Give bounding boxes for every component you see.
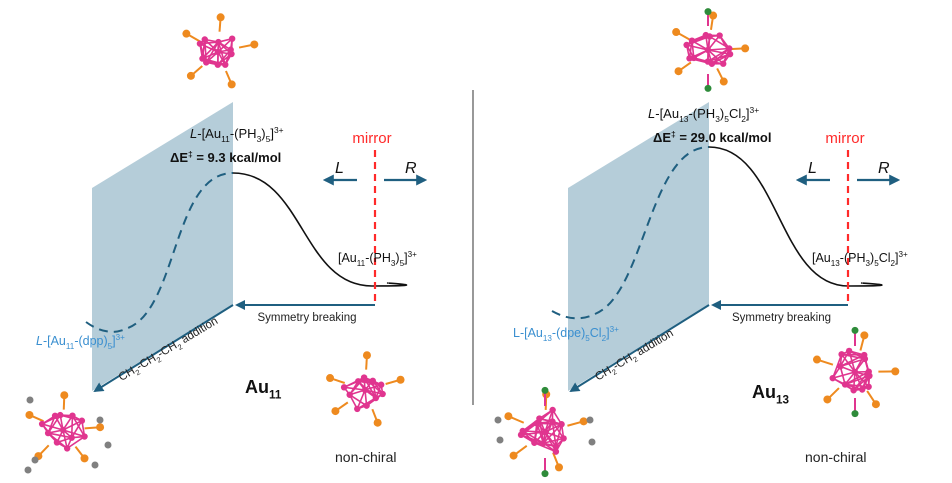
reactant-energy-curve <box>708 146 883 287</box>
mirror-label: mirror <box>352 130 391 147</box>
cluster-name: Au11 <box>245 377 282 401</box>
addition-arrow <box>569 304 710 393</box>
non-chiral-label: non-chiral <box>335 449 396 465</box>
mirror-label: mirror <box>825 130 864 147</box>
symmetry-breaking-label: Symmetry breaking <box>257 312 356 324</box>
transition-state-label: L-[Au13-(PH3)5Cl2]3+ <box>648 105 759 124</box>
right-label: R <box>405 160 417 177</box>
symmetry-breaking-label: Symmetry breaking <box>732 312 831 324</box>
cluster-name: Au13 <box>752 382 790 406</box>
addition-arrow <box>93 304 234 393</box>
energy-plane <box>92 102 233 391</box>
ts-au11-cluster-icon <box>182 13 259 89</box>
right-label: R <box>878 160 890 177</box>
reactant-label: [Au11-(PH3)5]3+ <box>338 250 417 268</box>
nonchiral-au13-cluster-icon <box>812 326 900 418</box>
product-energy-curve <box>551 146 710 320</box>
left-label: L <box>808 160 817 177</box>
reactant-energy-curve <box>232 172 408 287</box>
left-label: L <box>335 160 344 177</box>
chiral-au13-cluster-icon <box>494 386 596 478</box>
product-label: L-[Au11-(dpp)5]3+ <box>36 333 125 351</box>
transition-state-label: L-[Au11-(PH3)5]3+ <box>190 125 284 144</box>
ts-au13-cluster-icon <box>672 8 750 92</box>
energy-barrier-label: ΔE‡ = 29.0 kcal/mol <box>653 129 771 145</box>
product-energy-curve <box>85 172 234 333</box>
energy-barrier-label: ΔE‡ = 9.3 kcal/mol <box>170 149 281 165</box>
reactant-label: [Au13-(PH3)5Cl2]3+ <box>812 250 908 268</box>
nonchiral-au11-cluster-icon <box>326 351 405 427</box>
chiral-au11-cluster-icon <box>24 391 112 474</box>
non-chiral-label: non-chiral <box>805 449 866 465</box>
product-label: L-[Au13-(dpe)5Cl2]3+ <box>513 325 619 343</box>
